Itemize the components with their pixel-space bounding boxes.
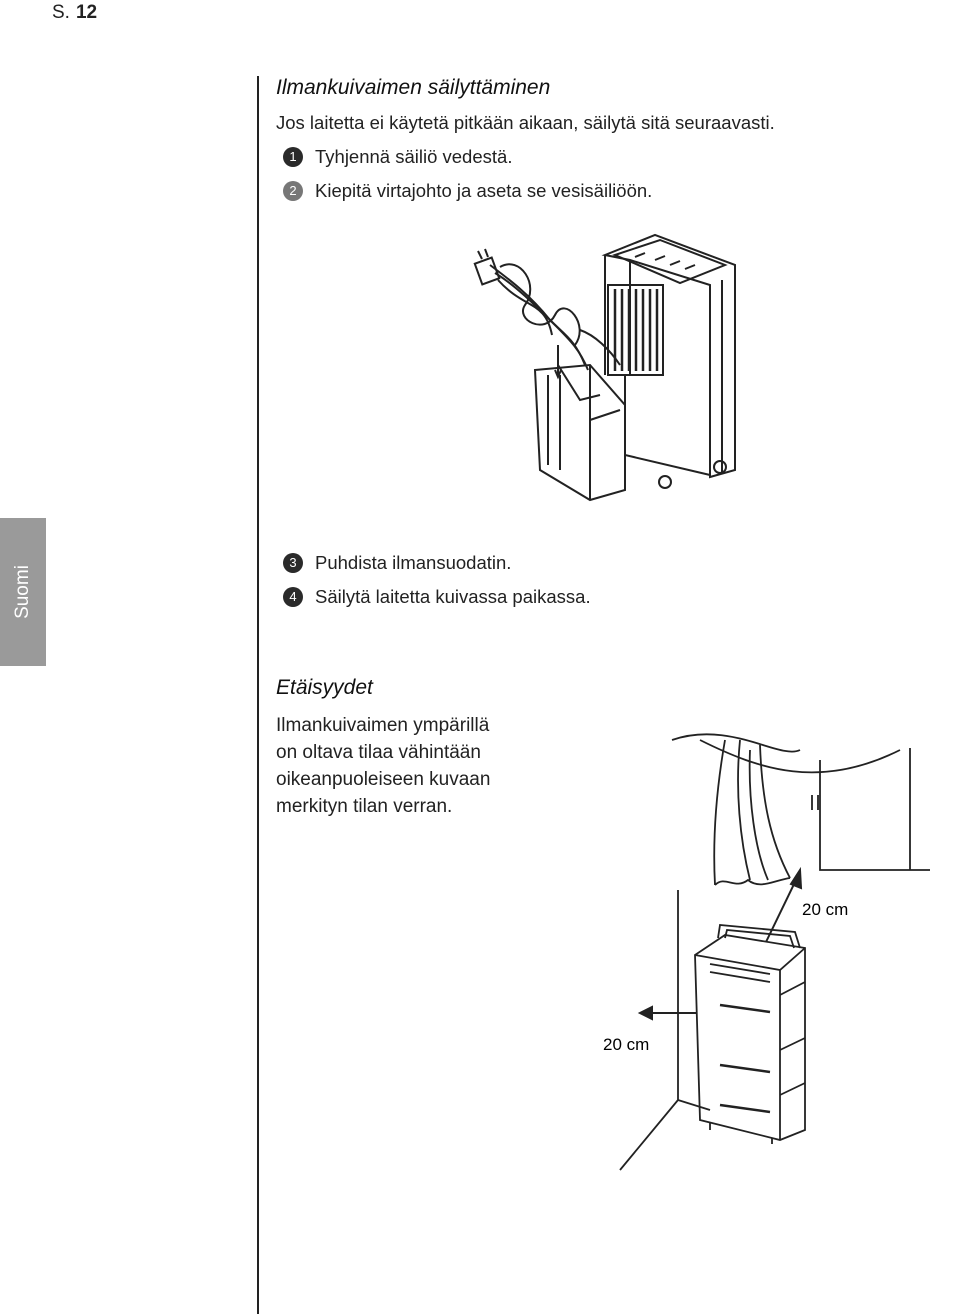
side-tab-label: Suomi — [12, 565, 33, 619]
distances-line-1: Ilmankuivaimen ympärillä — [276, 715, 490, 736]
page-number: S.12 — [52, 2, 97, 24]
step-2: 2 Kiepitä virtajohto ja aseta se vesisäi… — [283, 180, 652, 202]
step-2-text: Kiepitä virtajohto ja aseta se vesisäili… — [315, 180, 653, 201]
dimension-side-label: 20 cm — [603, 1035, 649, 1054]
vertical-rule — [257, 76, 259, 1314]
distances-line-2: on oltava tilaa vähintään — [276, 742, 481, 763]
step-1-text: Tyhjennä säiliö vedestä. — [315, 146, 513, 167]
step-2-badge: 2 — [283, 181, 303, 201]
storage-illustration — [473, 233, 736, 502]
clearance-illustration: 20 cm 20 cm — [603, 733, 930, 1171]
step-1-badge: 1 — [283, 147, 303, 167]
storage-intro: Jos laitetta ei käytetä pitkään aikaan, … — [276, 112, 775, 133]
page-number-value: 12 — [75, 2, 98, 23]
step-4: 4 Säilytä laitetta kuivassa paikassa. — [283, 586, 591, 608]
language-side-tab: Suomi — [0, 518, 46, 666]
distances-paragraph: Ilmankuivaimen ympärillä on oltava tilaa… — [276, 712, 490, 820]
step-4-badge: 4 — [283, 587, 303, 607]
distances-line-3: oikeanpuoleiseen kuvaan — [276, 769, 491, 790]
step-3-text: Puhdista ilmansuodatin. — [315, 552, 512, 573]
dimension-top-label: 20 cm — [802, 900, 848, 919]
step-1: 1 Tyhjennä säiliö vedestä. — [283, 146, 512, 168]
step-3: 3 Puhdista ilmansuodatin. — [283, 552, 511, 574]
step-3-badge: 3 — [283, 553, 303, 573]
step-4-text: Säilytä laitetta kuivassa paikassa. — [315, 586, 591, 607]
section-title-distances: Etäisyydet — [276, 676, 373, 699]
page-prefix: S. — [52, 2, 70, 23]
distances-line-4: merkityn tilan verran. — [276, 796, 453, 817]
section-title-storage: Ilmankuivaimen säilyttäminen — [276, 76, 551, 99]
